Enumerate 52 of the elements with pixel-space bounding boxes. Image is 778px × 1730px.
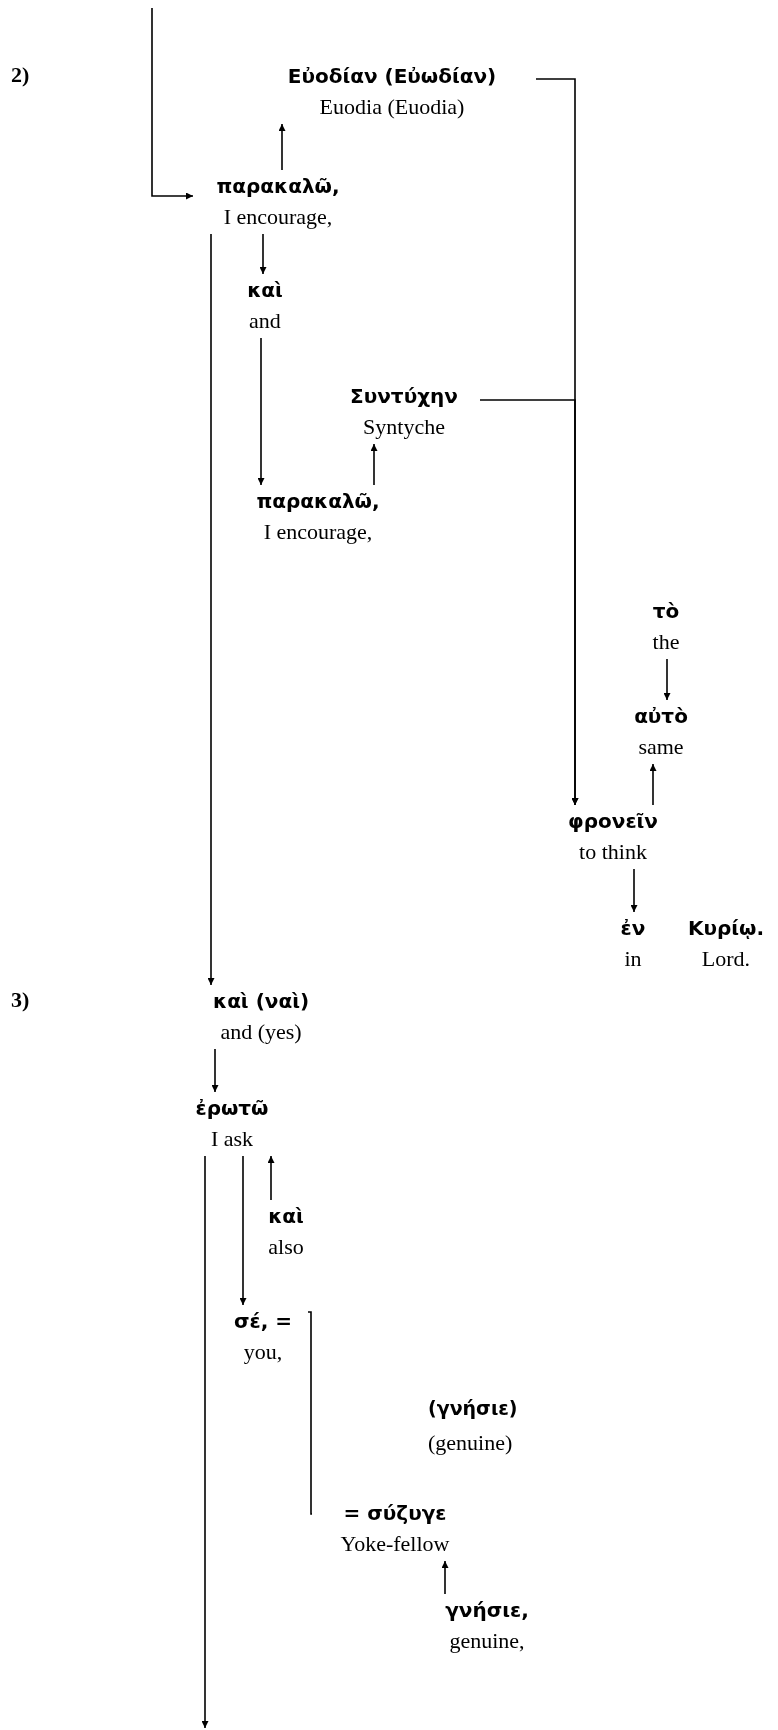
greek-word: γνήσιε, bbox=[445, 1597, 529, 1624]
arrow bbox=[649, 763, 657, 806]
greek-word: καὶ (ναὶ) bbox=[212, 988, 310, 1015]
english-gloss: also bbox=[268, 1233, 304, 1261]
english-gloss: to think bbox=[579, 838, 647, 866]
arrow bbox=[278, 123, 286, 171]
arrow bbox=[479, 399, 579, 806]
english-gloss: in bbox=[624, 945, 642, 973]
english-gloss: and bbox=[249, 307, 281, 335]
english-gloss: same bbox=[638, 733, 684, 761]
english-gloss: the bbox=[652, 628, 680, 656]
english-gloss: and (yes) bbox=[220, 1018, 302, 1046]
english-gloss: you, bbox=[243, 1338, 283, 1366]
greek-word: Συντύχην bbox=[350, 383, 458, 410]
greek-word: ἐν bbox=[620, 915, 646, 942]
arrow bbox=[201, 1155, 209, 1729]
english-gloss: I encourage, bbox=[263, 518, 373, 546]
english-gloss: Syntyche bbox=[363, 413, 445, 441]
greek-word: ἐρωτῶ bbox=[195, 1095, 269, 1122]
english-gloss: I encourage, bbox=[223, 203, 333, 231]
greek-word: (γνήσιε) bbox=[428, 1396, 518, 1421]
arrow bbox=[267, 1155, 275, 1201]
arrow bbox=[239, 1155, 247, 1306]
greek-word: σέ, = bbox=[234, 1308, 292, 1335]
greek-word: καὶ bbox=[268, 1203, 304, 1230]
arrow bbox=[630, 868, 638, 913]
greek-word: τὸ bbox=[652, 598, 680, 625]
greek-word: παρακαλῶ, bbox=[256, 488, 380, 515]
arrow bbox=[370, 443, 378, 486]
english-gloss: Yoke-fellow bbox=[340, 1530, 450, 1558]
arrow bbox=[259, 233, 267, 275]
arrow bbox=[211, 1048, 219, 1093]
english-gloss: (genuine) bbox=[428, 1429, 513, 1457]
greek-word: φρονεῖν bbox=[568, 808, 658, 835]
clause-number: 3) bbox=[11, 986, 30, 1014]
english-gloss: I ask bbox=[210, 1125, 254, 1153]
greek-word: παρακαλῶ, bbox=[216, 173, 340, 200]
arrow bbox=[441, 1560, 449, 1595]
greek-word: = σύζυγε bbox=[343, 1500, 447, 1527]
arrow bbox=[207, 233, 215, 986]
arrow bbox=[663, 658, 671, 701]
greek-word: καὶ bbox=[247, 277, 283, 304]
arrow bbox=[151, 7, 194, 200]
english-gloss: Lord. bbox=[701, 945, 751, 973]
english-gloss: genuine, bbox=[449, 1627, 525, 1655]
arrow bbox=[257, 337, 265, 486]
greek-word: αὐτὸ bbox=[634, 703, 688, 730]
connector-line bbox=[307, 1311, 313, 1515]
clause-number: 2) bbox=[11, 61, 30, 89]
greek-word: Κυρίῳ. bbox=[687, 915, 765, 942]
english-gloss: Euodia (Euodia) bbox=[319, 93, 465, 121]
greek-word: Εὐοδίαν (Εὐωδίαν) bbox=[287, 63, 497, 90]
